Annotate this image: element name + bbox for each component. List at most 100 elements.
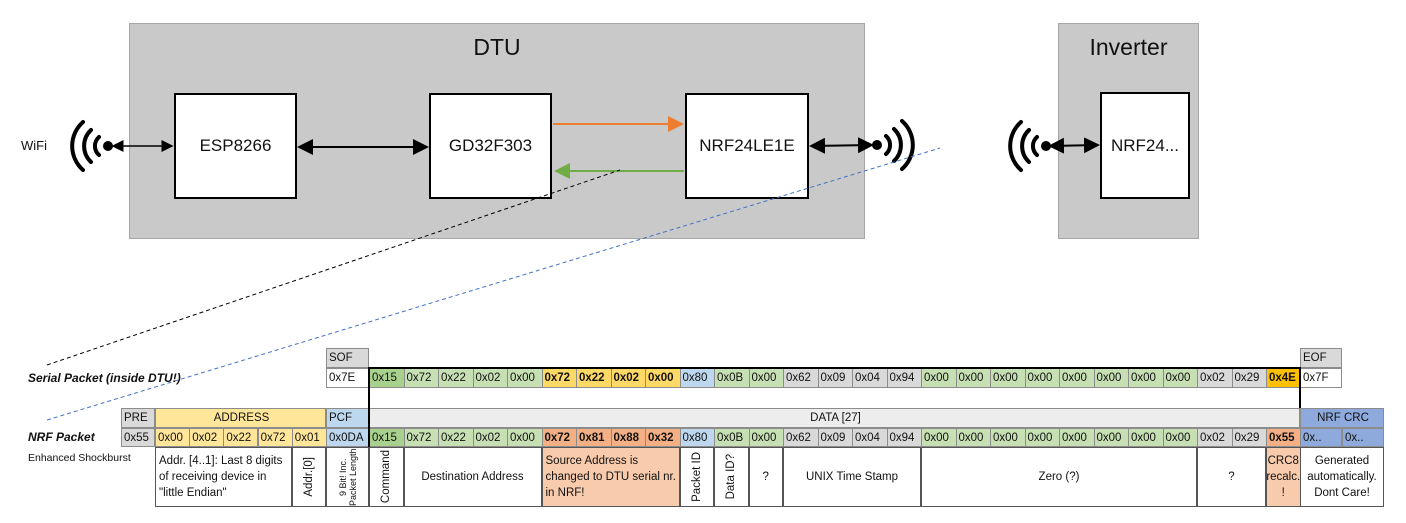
serial-data-byte: 0x0B	[714, 368, 750, 388]
serial-data-byte: 0x00	[1093, 368, 1129, 388]
command-text: Command	[380, 450, 393, 504]
nrf-data-byte: 0x00	[990, 428, 1026, 447]
eof-header: EOF	[1300, 348, 1342, 368]
nrf-data-byte: 0x81	[576, 428, 612, 447]
serial-data-byte: 0x62	[783, 368, 819, 388]
sof-value: 0x7E	[326, 368, 369, 388]
nrf-data-byte: 0x80	[679, 428, 715, 447]
nrf-packet-label: NRF Packet	[28, 430, 95, 444]
nrf-data-byte: 0x32	[645, 428, 681, 447]
serial-data-byte: 0x00	[645, 368, 681, 388]
pre-value: 0x55	[121, 428, 155, 447]
serial-data-byte: 0x00	[507, 368, 543, 388]
nrf-data-byte: 0x72	[403, 428, 439, 447]
source-description: Source Address is changed to DTU serial …	[541, 447, 680, 507]
serial-data-byte: 0x80	[679, 368, 715, 388]
nrf-data-byte: 0x72	[541, 428, 577, 447]
serial-packet-label: Serial Packet (inside DTU!)	[28, 371, 181, 385]
address-byte: 0x72	[257, 428, 293, 447]
nrf-data-byte: 0x00	[1128, 428, 1164, 447]
addr-lo-text: Addr.[0]	[303, 457, 315, 497]
nrf-data-byte: 0x02	[472, 428, 508, 447]
nrf-data-byte: 0x00	[1059, 428, 1095, 447]
serial-data-byte: 0x00	[955, 368, 991, 388]
timestamp-description: UNIX Time Stamp	[783, 447, 921, 507]
serial-data-byte: 0x00	[1024, 368, 1060, 388]
serial-data-byte: 0x00	[921, 368, 957, 388]
nrf-data-byte: 0x04	[852, 428, 888, 447]
serial-data-byte: 0x00	[748, 368, 784, 388]
zero-description: Zero (?)	[921, 447, 1197, 507]
serial-data-byte: 0x94	[886, 368, 922, 388]
nrf-data-byte: 0x94	[886, 428, 922, 447]
gd32-chip: GD32F303	[429, 93, 552, 199]
pcf-value: 0x0DA	[326, 428, 369, 447]
serial-data-byte: 0x02	[610, 368, 646, 388]
nrf-data-byte: 0x00	[955, 428, 991, 447]
nrf-packet-sublabel: Enhanced Shockburst	[28, 452, 131, 464]
wifi-antenna-icon	[70, 120, 113, 172]
inverter-nrf-chip: NRF24...	[1100, 92, 1190, 199]
nrf-crc-byte: 0x..	[1300, 428, 1342, 447]
address-byte: 0x02	[189, 428, 225, 447]
nrf-data-byte: 0x09	[817, 428, 853, 447]
unknown2-description: ?	[1197, 447, 1266, 507]
nrf-data-byte: 0x00	[1024, 428, 1060, 447]
serial-data-byte: 0x09	[817, 368, 853, 388]
serial-data-byte: 0x72	[541, 368, 577, 388]
dtu-title: DTU	[473, 34, 521, 60]
wifi-label: WiFi	[21, 138, 47, 153]
serial-data-byte: 0x72	[403, 368, 439, 388]
crc8-description: CRC8 recalc. !	[1266, 447, 1301, 507]
nrf-data-byte: 0x22	[438, 428, 474, 447]
inverter-antenna-icon	[1008, 120, 1051, 172]
serial-data-byte: 0x22	[438, 368, 474, 388]
serial-data-byte: 0x00	[1059, 368, 1095, 388]
pre-header: PRE	[121, 408, 155, 428]
data-header: DATA [27]	[369, 408, 1300, 428]
data-id-description: Data ID?	[714, 447, 749, 507]
inverter-title: Inverter	[1089, 34, 1168, 60]
serial-data-byte: 0x00	[1162, 368, 1198, 388]
frame-line	[1299, 367, 1301, 408]
packet-id-text: Packet ID	[690, 452, 703, 502]
pcf-header: PCF	[326, 408, 369, 428]
address-byte: 0x22	[223, 428, 259, 447]
nrf-data-byte: 0x00	[1093, 428, 1129, 447]
address-byte: 0x00	[155, 428, 190, 447]
serial-data-byte: 0x04	[852, 368, 888, 388]
nrf-data-byte: 0x88	[610, 428, 646, 447]
serial-data-byte: 0x00	[990, 368, 1026, 388]
sof-header: SOF	[326, 348, 369, 368]
serial-data-byte: 0x02	[1197, 368, 1233, 388]
crc-header: NRF CRC	[1300, 408, 1384, 428]
nrf-data-byte: 0x00	[507, 428, 543, 447]
addr-hi-description: Addr. [4..1]: Last 8 digits of receiving…	[155, 447, 292, 507]
nrf-data-byte: 0x02	[1197, 428, 1233, 447]
radio-antenna-icon	[872, 119, 915, 171]
unknown1-description: ?	[748, 447, 783, 507]
nrf-data-byte: 0x62	[783, 428, 819, 447]
nrf-crc-description: Generated automatically. Dont Care!	[1300, 447, 1384, 507]
nrf-data-byte: 0x00	[1162, 428, 1198, 447]
serial-data-byte: 0x00	[1128, 368, 1164, 388]
nrf-data-byte: 0x00	[748, 428, 784, 447]
command-description: Command	[369, 447, 404, 507]
nrf-zoom-line	[46, 147, 941, 421]
nrf24le1e-chip: NRF24LE1E	[685, 93, 809, 199]
pcf-description: 9 Bit! Inc. Packet Length	[326, 447, 369, 507]
serial-data-byte: 0x29	[1231, 368, 1267, 388]
address-header: ADDRESS	[155, 408, 326, 428]
addr-lo-description: Addr.[0]	[292, 447, 326, 507]
esp8266-chip: ESP8266	[174, 93, 297, 199]
nrf-data-byte: 0x0B	[714, 428, 750, 447]
packet-id-description: Packet ID	[679, 447, 714, 507]
serial-data-byte: 0x02	[472, 368, 508, 388]
destination-description: Destination Address	[403, 447, 542, 507]
pcf-text: 9 Bit! Inc. Packet Length	[337, 448, 358, 506]
frame-line	[369, 367, 1300, 369]
serial-data-byte: 0x22	[576, 368, 612, 388]
address-byte: 0x01	[291, 428, 327, 447]
nrf-data-byte: 0x29	[1231, 428, 1267, 447]
